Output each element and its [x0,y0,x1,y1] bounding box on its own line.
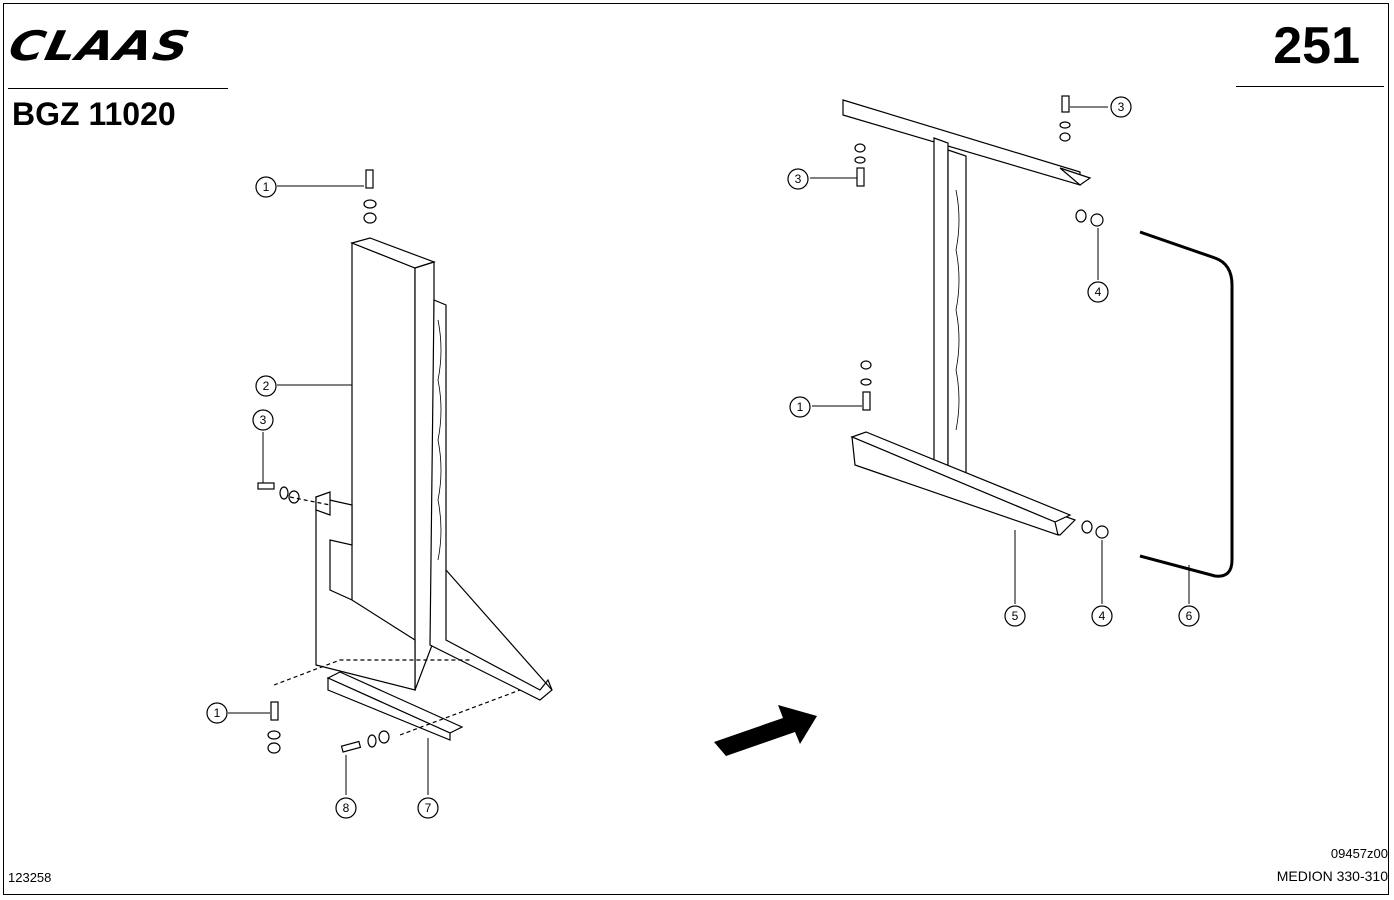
callout-label: 2 [262,379,270,393]
callout-label: 5 [1011,609,1019,623]
callout-label: 3 [259,413,267,427]
callout-left-7: 7 [416,796,440,825]
bolt-1-top [365,169,374,189]
title-rule [8,88,228,89]
angle-support [429,299,553,701]
callout-right-5: 5 [1003,604,1027,633]
callout-leaders [228,106,1190,795]
callout-circle [789,396,811,418]
callout-left-3: 3 [251,408,275,437]
nut-3-mid [854,143,866,153]
left-assembly [257,169,553,754]
callout-label: 1 [262,180,270,194]
washer-4-bottom [1081,520,1093,534]
page-title: BGZ 11020 [12,96,176,132]
bolt-8 [340,740,362,753]
callout-circle [255,375,277,397]
callout-circle [1004,605,1026,627]
bolt-1-bottom [270,701,279,721]
callout-label: 8 [342,801,350,815]
callout-circle [1110,96,1132,118]
callout-circle [1091,605,1113,627]
callout-left-8: 8 [334,796,358,825]
callout-right-6: 6 [1177,604,1201,633]
callout-right-3-mid: 3 [786,167,810,196]
document-number: 123258 [8,870,52,885]
right-assembly [842,95,1234,578]
washer-1-top [363,199,377,209]
bolt-3-left [257,482,275,490]
nut-3-left [288,490,300,504]
plate-2-lower [315,496,416,691]
hatch-right [955,189,960,431]
callout-circle [252,409,274,431]
callout-left-1: 1 [254,175,278,204]
callout-label: 1 [796,400,804,414]
bolt-3-top [1061,95,1070,113]
callout-circle [255,176,277,198]
callout-left-2: 2 [254,374,278,403]
assembly-line-3 [399,689,521,736]
washer-3-left [279,486,289,500]
callout-label: 6 [1185,609,1193,623]
nut-1-bottom [267,742,281,754]
nut-1-right [860,360,872,370]
callout-right-4-bottom: 4 [1090,604,1114,633]
callout-circle [1087,281,1109,303]
page-number-rule [1236,86,1384,87]
nut-1-top [363,212,377,224]
callout-label: 1 [213,706,221,720]
post-5 [933,137,949,491]
top-rail-end [1059,167,1092,186]
washer-3-mid [854,156,866,164]
washer-1-bottom [267,730,281,740]
bolt-3-mid [856,167,865,187]
callout-left-4: 1 [205,701,229,730]
washer-1-right [860,378,872,386]
assembly-line-1 [273,659,470,686]
direction-arrow [714,705,817,756]
plate-2-tab [315,491,331,516]
nut-3-top [1059,132,1071,142]
callout-label: 3 [1117,100,1125,114]
callout-label: 7 [424,801,432,815]
callout-circle [335,797,357,819]
callout-label: 4 [1094,285,1102,299]
callout-circle [417,797,439,819]
callout-circle [206,702,228,724]
washer-3-top [1059,121,1071,129]
callout-circle [1178,605,1200,627]
callout-label: 3 [794,172,802,186]
callout-right-4-top: 4 [1086,280,1110,309]
nut-4-bottom [1095,525,1109,539]
callout-label: 4 [1098,609,1106,623]
nut-8 [378,730,390,744]
washer-8 [367,734,377,748]
hatch-left [437,319,442,561]
washer-4-top [1075,209,1087,223]
callout-circle [787,168,809,190]
model-name: MEDION 330-310 [1276,868,1388,884]
bottom-rail-side [851,436,1059,536]
strap-6 [1139,230,1234,578]
page-frame [3,3,1389,895]
callout-right-3-top: 3 [1109,95,1133,124]
bolt-1-right [862,391,871,411]
brace-line [445,569,553,691]
drawing-code: 09457z00 [1330,846,1388,861]
callout-right-1: 1 [788,395,812,424]
page-number: 251 [1273,17,1360,75]
nut-4-top [1090,213,1104,227]
bracket-7-side [327,677,451,741]
